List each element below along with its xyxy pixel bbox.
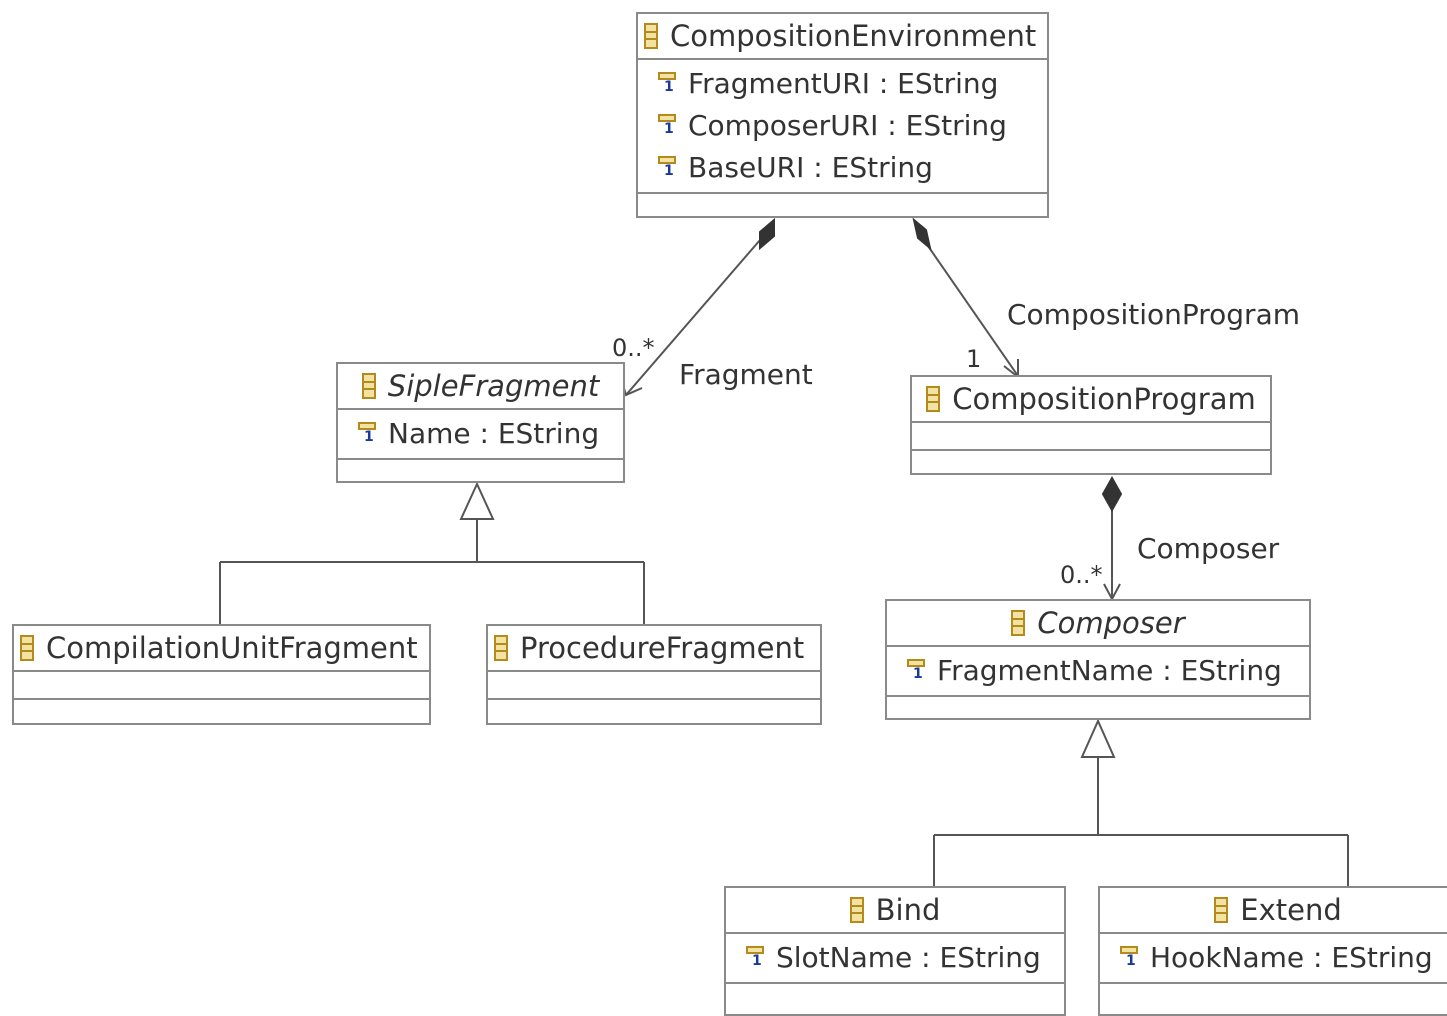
composer-multiplicity: 0..*: [1060, 561, 1103, 589]
attribute-label: HookName : EString: [1150, 940, 1433, 974]
attribute-label: BaseURI : EString: [688, 150, 933, 184]
attribute-row[interactable]: 1 SlotName : EString: [726, 936, 1064, 978]
class-name: ProcedureFragment: [520, 631, 805, 665]
attribute-compartment: [912, 423, 1270, 451]
attribute-row[interactable]: 1 Name : EString: [338, 412, 623, 454]
eclass-icon: [361, 373, 376, 399]
eattribute-icon: 1: [358, 420, 376, 446]
eclass-icon: [1214, 897, 1229, 923]
fragment-diamond: [759, 217, 775, 251]
attribute-row[interactable]: 1 BaseURI : EString: [638, 146, 1047, 188]
attribute-label: FragmentName : EString: [937, 653, 1282, 687]
attribute-label: FragmentURI : EString: [688, 66, 999, 100]
fragment-role-label: Fragment: [679, 358, 813, 391]
class-name: Extend: [1240, 893, 1342, 927]
eattribute-icon: 1: [907, 657, 925, 683]
class-name: CompositionEnvironment: [670, 19, 1037, 53]
eattribute-icon: 1: [746, 944, 764, 970]
class-extend[interactable]: Extend 1 HookName : EString: [1098, 886, 1447, 1016]
class-header: CompilationUnitFragment: [14, 626, 429, 672]
class-header: SipleFragment: [338, 364, 623, 410]
attribute-compartment: 1 SlotName : EString: [726, 934, 1064, 984]
eclass-icon: [20, 635, 34, 661]
composition-program-edge[interactable]: [927, 245, 1019, 377]
eclass-icon: [1011, 610, 1026, 636]
eattribute-icon: 1: [658, 112, 676, 138]
eattribute-icon: 1: [658, 70, 676, 96]
attribute-compartment: 1 FragmentURI : EString 1 ComposerURI : …: [638, 60, 1047, 194]
eattribute-icon: 1: [1120, 944, 1138, 970]
attribute-compartment: 1 FragmentName : EString: [887, 647, 1309, 697]
composer-generalization-triangle: [1080, 718, 1116, 758]
composition-program-multiplicity: 1: [966, 345, 981, 373]
attribute-row[interactable]: 1 ComposerURI : EString: [638, 104, 1047, 146]
class-header: CompositionProgram: [912, 377, 1270, 423]
attribute-row[interactable]: 1 HookName : EString: [1100, 936, 1447, 978]
attribute-row[interactable]: 1 FragmentName : EString: [887, 649, 1309, 691]
class-name: Composer: [1037, 606, 1185, 640]
class-header: Composer: [887, 601, 1309, 647]
class-header: ProcedureFragment: [488, 626, 820, 672]
class-composition-program[interactable]: CompositionProgram: [910, 375, 1272, 475]
class-composer[interactable]: Composer 1 FragmentName : EString: [885, 599, 1311, 720]
composition-program-role-label: CompositionProgram: [1007, 298, 1300, 331]
class-name: Bind: [875, 893, 941, 927]
eattribute-icon: 1: [658, 154, 676, 180]
siple-fragment-generalization-triangle: [459, 481, 495, 520]
class-procedure-fragment[interactable]: ProcedureFragment: [486, 624, 822, 725]
class-name: CompilationUnitFragment: [46, 631, 418, 665]
attribute-compartment: 1 HookName : EString: [1100, 934, 1447, 984]
attribute-compartment: 1 Name : EString: [338, 410, 623, 460]
class-header: CompositionEnvironment: [638, 14, 1047, 60]
class-composition-environment[interactable]: CompositionEnvironment 1 FragmentURI : E…: [636, 12, 1049, 218]
class-header: Extend: [1100, 888, 1447, 934]
class-bind[interactable]: Bind 1 SlotName : EString: [724, 886, 1066, 1016]
class-header: Bind: [726, 888, 1064, 934]
fragment-multiplicity: 0..*: [612, 334, 655, 362]
composer-diamond: [1101, 475, 1123, 513]
class-siple-fragment[interactable]: SipleFragment 1 Name : EString: [336, 362, 625, 483]
eclass-icon: [849, 897, 864, 923]
eclass-icon: [926, 386, 941, 412]
attribute-compartment: [488, 672, 820, 700]
fragment-edge[interactable]: [625, 239, 761, 396]
attribute-label: SlotName : EString: [776, 940, 1041, 974]
eclass-icon: [644, 23, 658, 49]
attribute-label: Name : EString: [388, 416, 600, 450]
composition-program-diamond: [912, 217, 932, 251]
attribute-row[interactable]: 1 FragmentURI : EString: [638, 62, 1047, 104]
attribute-compartment: [14, 672, 429, 700]
attribute-label: ComposerURI : EString: [688, 108, 1007, 142]
class-compilation-unit-fragment[interactable]: CompilationUnitFragment: [12, 624, 431, 725]
class-name: CompositionProgram: [952, 382, 1256, 416]
composer-role-label: Composer: [1137, 532, 1280, 565]
class-name: SipleFragment: [387, 369, 600, 403]
eclass-icon: [494, 635, 508, 661]
